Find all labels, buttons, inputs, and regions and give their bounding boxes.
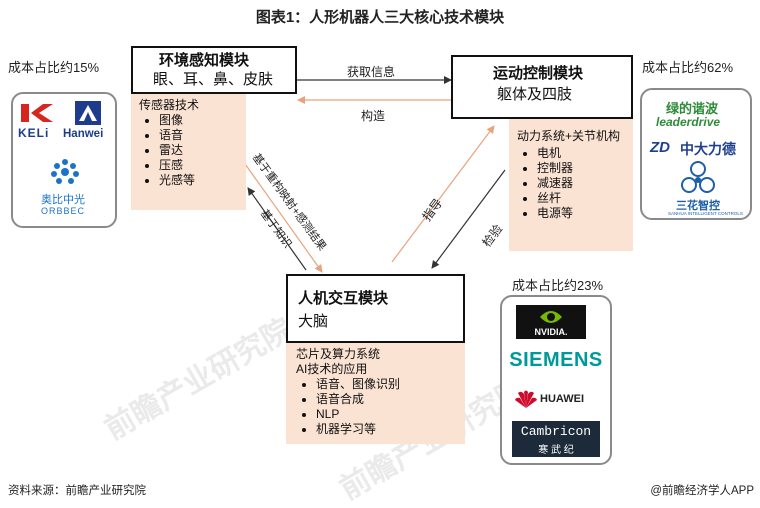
motion-detail: 动力系统+关节机构 电机 控制器 减速器 丝杆 电源等 xyxy=(509,119,633,251)
zd-logo-text: 中大力德 xyxy=(680,141,736,157)
cambricon-logo-en: Cambricon xyxy=(520,424,592,439)
label-construct: 构造 xyxy=(361,109,386,123)
interaction-heading-chip: 芯片及算力系统 xyxy=(296,347,381,361)
interaction-list: 语音、图像识别 语音合成 NLP 机器学习等 xyxy=(296,377,457,437)
label-get-info: 获取信息 xyxy=(347,65,396,79)
interaction-module: 人机交互模块 大脑 xyxy=(286,274,465,343)
list-item: 机器学习等 xyxy=(316,422,457,437)
list-item: 减速器 xyxy=(537,176,625,191)
cambricon-logo-cn: 寒 武 纪 xyxy=(538,445,574,456)
interaction-title: 人机交互模块 xyxy=(298,290,389,307)
interaction-detail: 芯片及算力系统 AI技术的应用 语音、图像识别 语音合成 NLP 机器学习等 xyxy=(286,343,465,444)
lvdi-logo-en: leaderdrive xyxy=(656,115,721,129)
list-item: 控制器 xyxy=(537,161,625,176)
page-title: 图表1：人形机器人三大核心技术模块 xyxy=(255,9,505,26)
list-item: 图像 xyxy=(159,113,238,128)
interaction-logo-panel: NVIDIA. SIEMENS HUAWEI Cambricon 寒 武 纪 xyxy=(500,295,612,465)
hanwei-logo-text: Hanwei xyxy=(63,128,104,140)
orbbec-logo-icon xyxy=(51,159,79,184)
list-item: 光感等 xyxy=(159,173,238,188)
list-item: 电机 xyxy=(537,146,625,161)
arrow-verify xyxy=(431,169,506,269)
perception-detail: 传感器技术 图像 语音 雷达 压感 光感等 xyxy=(131,94,246,210)
sanhua-logo-en: SANHUA INTELLIGENT CONTROLS xyxy=(668,211,743,216)
perception-logo-panel: KELi Hanwei 奥比中光 ORBBEC xyxy=(11,92,117,228)
list-item: 电源等 xyxy=(537,206,625,221)
motion-cost: 成本占比约62% xyxy=(642,60,734,75)
list-item: 雷达 xyxy=(159,143,238,158)
nvidia-logo-text: NVIDIA. xyxy=(534,327,568,337)
huawei-logo-text: HUAWEI xyxy=(540,393,584,405)
list-item: NLP xyxy=(316,407,457,422)
arrow-guide xyxy=(391,125,495,263)
nvidia-logo: NVIDIA. xyxy=(516,305,586,339)
motion-logo-panel: 绿的谐波 leaderdrive ZD 中大力德 三花智控 SANHUA INT… xyxy=(640,88,752,220)
motion-list: 电机 控制器 减速器 丝杆 电源等 xyxy=(517,146,625,221)
perception-subtitle: 眼、耳、鼻、皮肤 xyxy=(153,71,274,88)
source-footer: 资料来源：前瞻产业研究院 xyxy=(8,485,146,497)
brand-footer: @前瞻经济学人APP xyxy=(650,485,754,497)
motion-subtitle: 躯体及四肢 xyxy=(497,86,573,103)
list-item: 丝杆 xyxy=(537,191,625,206)
siemens-logo: SIEMENS xyxy=(509,349,603,371)
perception-list: 图像 语音 雷达 压感 光感等 xyxy=(139,113,238,188)
zd-logo-icon: ZD xyxy=(650,139,670,156)
list-item: 压感 xyxy=(159,158,238,173)
lvdi-logo-cn: 绿的谐波 xyxy=(666,101,719,116)
hanwei-logo-icon xyxy=(75,101,101,125)
orbbec-logo-en: ORBBEC xyxy=(41,206,86,216)
motion-title: 运动控制模块 xyxy=(493,65,584,82)
huawei-flower-icon xyxy=(515,390,537,408)
interaction-cost: 成本占比约23% xyxy=(512,278,604,293)
motion-module: 运动控制模块 躯体及四肢 xyxy=(451,55,633,119)
motion-heading: 动力系统+关节机构 xyxy=(517,129,621,143)
sanhua-logo-cn: 三花智控 xyxy=(676,200,720,212)
sanhua-logo-icon xyxy=(681,161,715,193)
list-item: 语音、图像识别 xyxy=(316,377,457,392)
list-item: 语音 xyxy=(159,128,238,143)
perception-heading: 传感器技术 xyxy=(139,98,200,112)
nvidia-eye-icon xyxy=(540,311,562,323)
arrow-cognition xyxy=(247,187,307,271)
perception-cost: 成本占比约15% xyxy=(8,60,100,75)
cambricon-logo: Cambricon 寒 武 纪 xyxy=(512,421,600,457)
perception-module: 环境感知模块 眼、耳、鼻、皮肤 xyxy=(131,46,297,94)
keli-logo-text: KELi xyxy=(18,126,50,140)
orbbec-logo-cn: 奥比中光 xyxy=(41,194,85,206)
list-item: 语音合成 xyxy=(316,392,457,407)
keli-logo-icon xyxy=(21,104,53,122)
interaction-heading-ai: AI技术的应用 xyxy=(296,362,368,376)
interaction-subtitle: 大脑 xyxy=(298,313,329,330)
perception-title: 环境感知模块 xyxy=(159,52,250,69)
